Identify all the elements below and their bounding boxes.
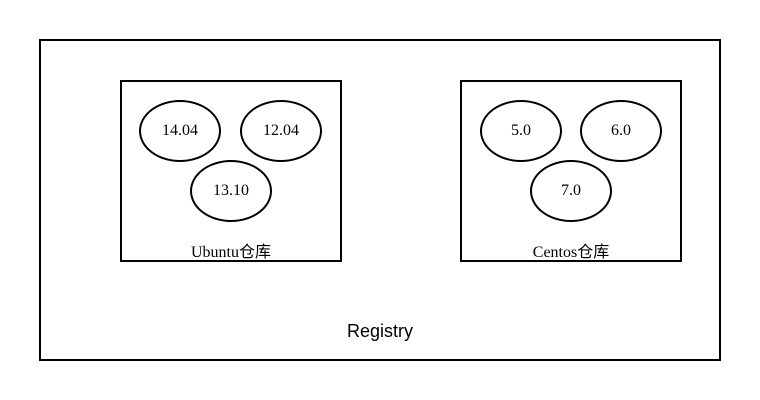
tag-label-6-0: 6.0 xyxy=(611,122,631,139)
tag-ellipse-5-0: 5.0 xyxy=(480,100,562,162)
repository-label-centos: Centos仓库 xyxy=(532,244,610,261)
tag-ellipse-7-0: 7.0 xyxy=(530,160,612,222)
tag-label-5-0: 5.0 xyxy=(511,122,531,139)
registry-label: Registry xyxy=(346,321,413,341)
registry-box: 14.04 12.04 13.10 Ubuntu仓库 5.0 6.0 7.0 C… xyxy=(39,39,721,361)
tag-ellipse-13-10: 13.10 xyxy=(190,160,272,222)
repository-box-ubuntu: 14.04 12.04 13.10 Ubuntu仓库 xyxy=(120,80,342,262)
tag-ellipse-14-04: 14.04 xyxy=(139,100,221,162)
tag-label-14-04: 14.04 xyxy=(162,122,198,139)
tag-label-13-10: 13.10 xyxy=(213,182,249,199)
tag-ellipse-12-04: 12.04 xyxy=(240,100,322,162)
repository-label-ubuntu: Ubuntu仓库 xyxy=(190,244,271,261)
tag-ellipse-6-0: 6.0 xyxy=(580,100,662,162)
repository-box-centos: 5.0 6.0 7.0 Centos仓库 xyxy=(460,80,682,262)
tag-label-7-0: 7.0 xyxy=(561,182,581,199)
tag-label-12-04: 12.04 xyxy=(263,122,299,139)
